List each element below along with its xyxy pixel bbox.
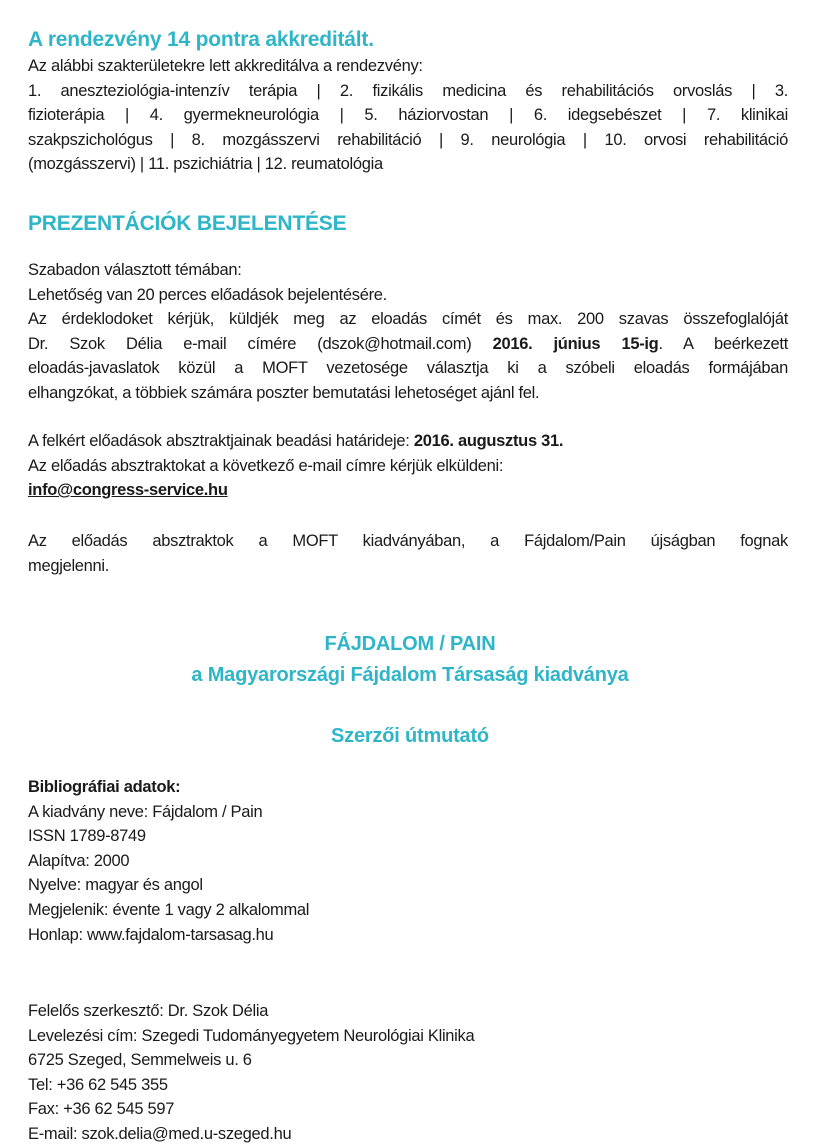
biblio-line: A kiadvány neve: Fájdalom / Pain: [28, 802, 263, 821]
presentations-title: PREZENTÁCIÓK BEJELENTÉSE: [28, 212, 347, 235]
contact-line: Tel: +36 62 545 355: [28, 1075, 168, 1094]
text-line: Szabadon választott témában:: [28, 261, 242, 279]
text-line: eloadás-javaslatok közül a MOFT vezetosé…: [28, 359, 788, 378]
biblio-heading: Bibliográfiai adatok:: [28, 778, 181, 796]
deadline-text: 2016. június 15-ig: [492, 334, 659, 353]
biblio-line: ISSN 1789-8749: [28, 827, 146, 846]
contact-line: Felelős szerkesztő: Dr. Szok Délia: [28, 1002, 269, 1020]
text-line: A felkért előadások absztraktjainak bead…: [28, 429, 788, 454]
journal-subtitle: a Magyarországi Fájdalom Társaság kiadvá…: [191, 664, 629, 686]
journal-title: FÁJDALOM / PAIN: [324, 633, 496, 655]
accreditation-intro: Az alábbi szakterületekre lett akkreditá…: [28, 57, 423, 75]
biblio-line: Alapítva: 2000: [28, 851, 130, 870]
contact-line: 6725 Szeged, Semmelweis u. 6: [28, 1051, 252, 1070]
presentations-text: Szabadon választott témában: Lehetőség v…: [28, 258, 788, 406]
author-guide-title: Szerzői útmutató: [331, 725, 489, 747]
text-line: megjelenni.: [28, 556, 110, 575]
email-link[interactable]: info@congress-service.hu: [28, 481, 228, 500]
text-line: Az előadás absztraktokat a következő e-m…: [28, 456, 504, 475]
text-line: Lehetőség van 20 perces előadások bejele…: [28, 285, 387, 304]
bibliographic-data: Bibliográfiai adatok: A kiadvány neve: F…: [28, 775, 788, 947]
accreditation-line: 1. aneszteziológia-intenzív terápia | 2.…: [28, 81, 788, 100]
contact-line: Levelezési cím: Szegedi Tudományegyetem …: [28, 1026, 475, 1045]
accreditation-text: Az alábbi szakterületekre lett akkreditá…: [28, 54, 788, 177]
publication-note: Az előadás absztraktok a MOFT kiadványáb…: [28, 529, 788, 578]
text-line: Dr. Szok Délia e-mail címére (dszok@hotm…: [28, 332, 788, 357]
text-part: Dr. Szok Délia e-mail címére (dszok@hotm…: [28, 334, 493, 353]
biblio-line: Nyelve: magyar és angol: [28, 876, 203, 895]
text-line: Az előadás absztraktok a MOFT kiadványáb…: [28, 532, 788, 550]
abstract-deadline-date: 2016. augusztus 31.: [413, 432, 564, 450]
biblio-line: Megjelenik: évente 1 vagy 2 alkalommal: [28, 900, 310, 919]
abstract-deadline: A felkért előadások absztraktjainak bead…: [28, 429, 788, 503]
biblio-line: Honlap: www.fajdalom-tarsasag.hu: [28, 925, 274, 944]
contact-line: E-mail: szok.delia@med.u-szeged.hu: [28, 1124, 292, 1143]
contact-info: Felelős szerkesztő: Dr. Szok Délia Level…: [28, 999, 788, 1147]
accreditation-line: (mozgásszervi) | 11. pszichiátria | 12. …: [28, 155, 383, 174]
accreditation-title: A rendezvény 14 pontra akkreditált.: [28, 28, 374, 51]
accreditation-line: fizioterápia | 4. gyermekneurológia | 5.…: [28, 106, 788, 125]
text-line: elhangzókat, a többiek számára poszter b…: [28, 383, 540, 402]
text-part: A felkért előadások absztraktjainak bead…: [28, 432, 414, 450]
accreditation-line: szakpszichológus | 8. mozgásszervi rehab…: [28, 130, 788, 149]
text-part: . A beérkezett: [658, 334, 788, 353]
text-line: Az érdeklodoket kérjük, küldjék meg az e…: [28, 310, 788, 329]
contact-line: Fax: +36 62 545 597: [28, 1100, 175, 1119]
